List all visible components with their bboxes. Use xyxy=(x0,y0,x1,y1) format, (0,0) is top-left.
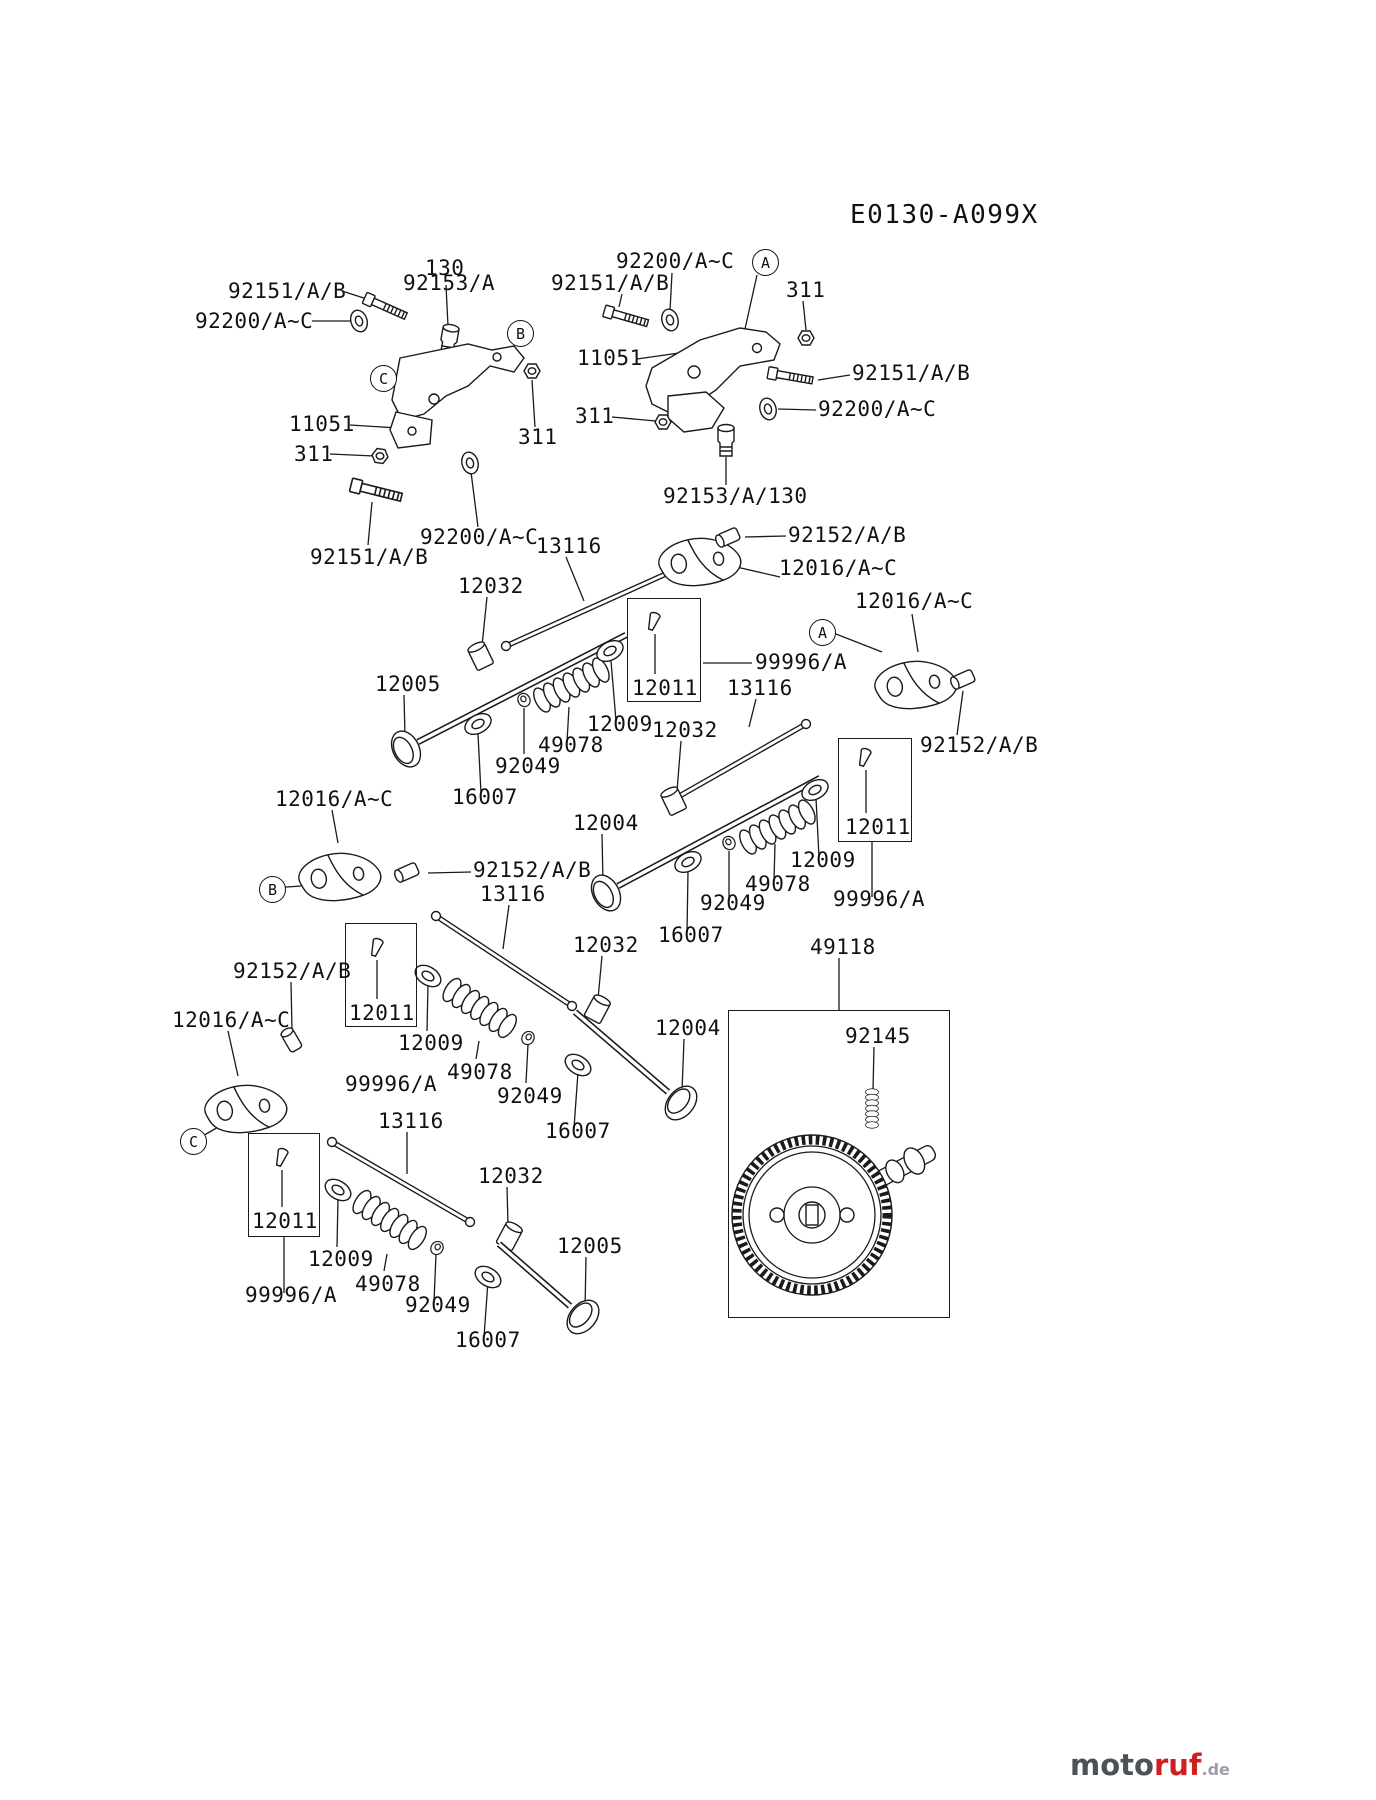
part-label-99996-a: 99996/A xyxy=(833,887,926,911)
part-label-12011: 12011 xyxy=(632,676,698,700)
part-label-12016-a-c: 12016/A~C xyxy=(275,787,394,811)
part-label-49078: 49078 xyxy=(538,733,604,757)
part-label-13116: 13116 xyxy=(536,534,602,558)
part-label-311: 311 xyxy=(294,442,334,466)
part-label-49078: 49078 xyxy=(745,872,811,896)
part-label-92200-a-c: 92200/A~C xyxy=(616,249,735,273)
part-label-49118: 49118 xyxy=(810,935,876,959)
part-label-49078: 49078 xyxy=(447,1060,513,1084)
part-label-92153-a: 92153/A xyxy=(403,271,496,295)
part-label-12011: 12011 xyxy=(349,1001,415,1025)
section-marker-a: A xyxy=(809,619,836,646)
camshaft-box xyxy=(728,1010,950,1318)
part-label-12005: 12005 xyxy=(557,1234,623,1258)
part-label-92151-a-b: 92151/A/B xyxy=(852,361,971,385)
valve-assembly-3 xyxy=(294,845,704,1127)
part-label-99996-a: 99996/A xyxy=(245,1283,338,1307)
part-label-92200-a-c: 92200/A~C xyxy=(818,397,937,421)
part-label-13116: 13116 xyxy=(480,882,546,906)
part-label-311: 311 xyxy=(786,278,826,302)
part-label-12032: 12032 xyxy=(458,574,524,598)
part-label-99996-a: 99996/A xyxy=(755,650,848,674)
part-label-13116: 13116 xyxy=(378,1109,444,1133)
part-label-16007: 16007 xyxy=(658,923,724,947)
part-label-92153-a-130: 92153/A/130 xyxy=(663,484,808,508)
part-label-130: 130 xyxy=(425,256,465,280)
part-label-92151-a-b: 92151/A/B xyxy=(551,271,670,295)
valve-assembly-2 xyxy=(584,653,977,917)
part-label-12009: 12009 xyxy=(308,1247,374,1271)
part-label-92049: 92049 xyxy=(495,754,561,778)
adjuster-box-3 xyxy=(345,923,417,1027)
section-marker-c: C xyxy=(370,365,397,392)
part-label-92200-a-c: 92200/A~C xyxy=(195,309,314,333)
part-label-12005: 12005 xyxy=(375,672,441,696)
part-label-12032: 12032 xyxy=(573,933,639,957)
part-label-16007: 16007 xyxy=(545,1119,611,1143)
part-label-11051: 11051 xyxy=(289,412,355,436)
section-marker-a: A xyxy=(752,249,779,276)
part-label-92049: 92049 xyxy=(405,1293,471,1317)
watermark-text: ruf xyxy=(1153,1748,1202,1782)
valve-assembly-4 xyxy=(200,1025,606,1341)
part-label-92152-a-b: 92152/A/B xyxy=(920,733,1039,757)
part-label-12016-a-c: 12016/A~C xyxy=(779,556,898,580)
part-label-12016-a-c: 12016/A~C xyxy=(855,589,974,613)
part-label-92049: 92049 xyxy=(497,1084,563,1108)
part-label-13116: 13116 xyxy=(727,676,793,700)
part-label-92200-a-c: 92200/A~C xyxy=(420,525,539,549)
part-label-16007: 16007 xyxy=(452,785,518,809)
part-label-12009: 12009 xyxy=(790,848,856,872)
control-lever-assembly-left xyxy=(347,291,541,505)
part-label-92152-a-b: 92152/A/B xyxy=(788,523,907,547)
diagram-code: E0130-A099X xyxy=(850,200,1039,230)
part-label-92145: 92145 xyxy=(845,1024,911,1048)
part-label-311: 311 xyxy=(575,404,615,428)
part-label-99996-a: 99996/A xyxy=(345,1072,438,1096)
part-label-311: 311 xyxy=(518,425,558,449)
watermark-logo[interactable]: motoruf.de xyxy=(1070,1748,1230,1782)
part-label-92151-a-b: 92151/A/B xyxy=(310,545,429,569)
section-marker-b: B xyxy=(259,876,286,903)
part-label-12032: 12032 xyxy=(478,1164,544,1188)
part-label-92151-a-b: 92151/A/B xyxy=(228,279,347,303)
part-label-92049: 92049 xyxy=(700,891,766,915)
adjuster-box-1 xyxy=(627,598,701,702)
part-label-12011: 12011 xyxy=(252,1209,318,1233)
section-marker-c: C xyxy=(180,1128,207,1155)
leader-lines xyxy=(193,272,964,1338)
section-marker-b: B xyxy=(507,320,534,347)
camshaft-assembly xyxy=(731,1088,937,1296)
part-label-11051: 11051 xyxy=(577,346,643,370)
watermark-text: .de xyxy=(1201,1760,1230,1779)
part-label-12004: 12004 xyxy=(655,1016,721,1040)
part-label-12016-a-c: 12016/A~C xyxy=(172,1008,291,1032)
adjuster-box-2 xyxy=(838,738,912,842)
part-label-12009: 12009 xyxy=(587,712,653,736)
valve-assembly-1 xyxy=(385,526,745,773)
part-label-49078: 49078 xyxy=(355,1272,421,1296)
part-label-16007: 16007 xyxy=(455,1328,521,1352)
control-lever-assembly-right xyxy=(601,304,815,457)
part-label-92152-a-b: 92152/A/B xyxy=(233,959,352,983)
part-label-12004: 12004 xyxy=(573,811,639,835)
part-label-12032: 12032 xyxy=(652,718,718,742)
watermark-text: moto xyxy=(1070,1748,1154,1782)
part-label-92152-a-b: 92152/A/B xyxy=(473,858,592,882)
adjuster-box-4 xyxy=(248,1133,320,1237)
part-label-12011: 12011 xyxy=(845,815,911,839)
part-label-12009: 12009 xyxy=(398,1031,464,1055)
